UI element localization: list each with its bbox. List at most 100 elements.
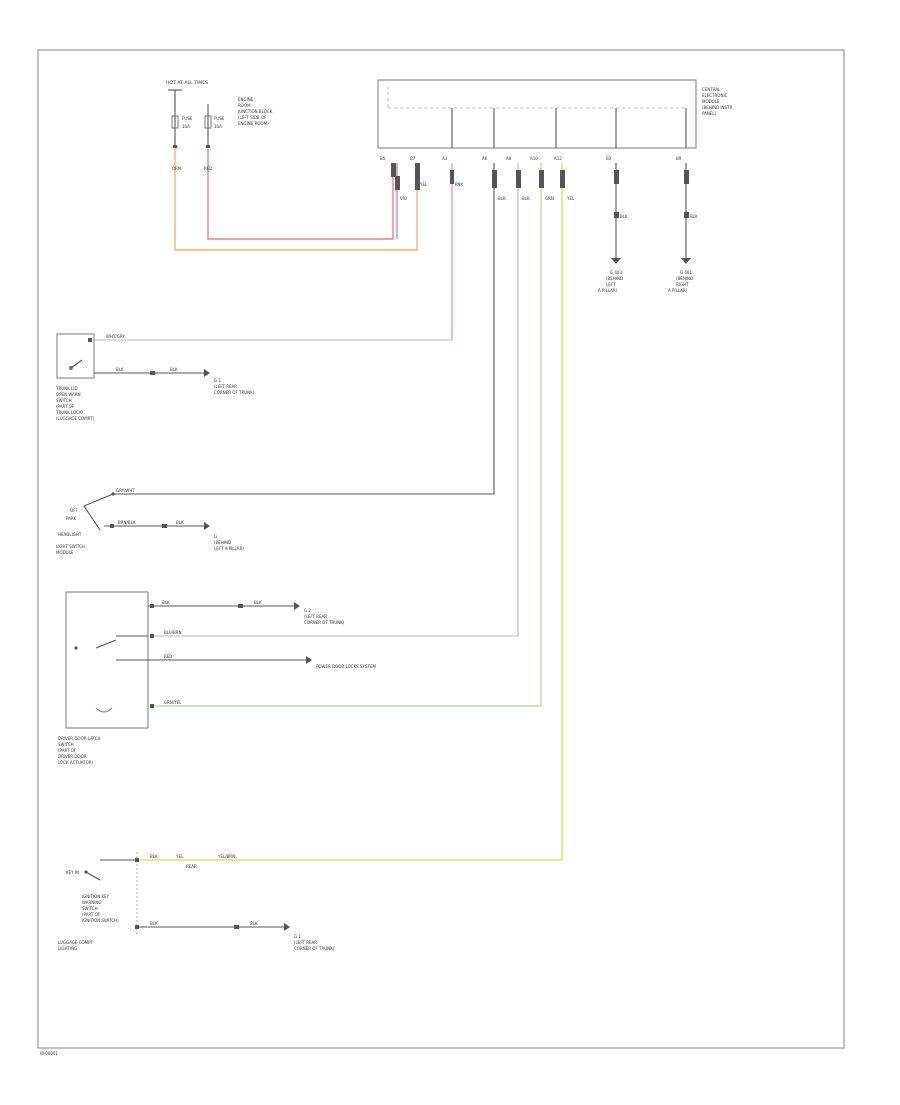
door-wire-3-dest: POWER DOOR LOCKS SYSTEM xyxy=(316,664,376,669)
trunk-ground-3: CORNER OF TRUNK) xyxy=(214,390,255,395)
trunk-wire-bottom-a: BLK xyxy=(116,367,124,372)
key-splice-icon xyxy=(234,925,239,929)
trunk-label-4: (PART OF xyxy=(56,404,75,409)
trunk-wire-top: WHT/GRY xyxy=(106,334,125,339)
trunk-ground-2: (LEFT REAR xyxy=(214,384,237,389)
ground-b-splice xyxy=(684,212,689,218)
door-wire-2: BLU/BRN xyxy=(164,630,182,635)
module-pin-6: A10 xyxy=(530,156,538,161)
trunk-label-2: OPEN WARN xyxy=(56,392,81,397)
key-ground-1: G 1 xyxy=(294,934,301,939)
light-switch-arm xyxy=(83,493,114,507)
module-box xyxy=(377,79,697,149)
fuse-a-icon xyxy=(171,115,179,129)
module-label-5: PANEL) xyxy=(702,111,717,116)
tag-orange xyxy=(415,163,420,177)
wire-code-orange: ORN xyxy=(172,166,181,171)
key-ground-icon xyxy=(284,923,290,931)
wire-code-yellow-top: YEL xyxy=(419,182,428,187)
light-switch-on: PARK xyxy=(66,516,77,521)
module-label-3: MODULE xyxy=(702,99,720,104)
wire-code-magenta: PNK xyxy=(455,182,463,187)
key-label-5: IGNITION SWITCH) xyxy=(82,918,119,923)
fuse-box-label-3: JUNCTION BLOCK xyxy=(237,109,273,114)
fuse-box-label-1: ENGINE xyxy=(238,97,254,102)
door-label-4: DRIVER DOOR xyxy=(58,754,87,759)
key-lamp-label-1: LUGGAGE COMPT xyxy=(58,940,94,945)
wire-code-right-a: BLK xyxy=(620,214,628,219)
trunk-splice-icon xyxy=(150,371,155,375)
module-pin-7: A12 xyxy=(554,156,562,161)
door-actuator-icon xyxy=(95,707,113,713)
trunk-ground-icon xyxy=(204,369,210,377)
door-pin-1 xyxy=(150,604,154,608)
door-wire-3: RED xyxy=(164,654,172,659)
key-ground-2: (LEFT REAR xyxy=(294,940,317,945)
light-switch-label-1: LIGHT SWITCH xyxy=(56,544,85,549)
tag-green xyxy=(539,170,544,188)
fuse-a-pin xyxy=(173,145,177,148)
wire-code-black-a: BLK xyxy=(498,196,506,201)
hot-at-all-times-label: HOT AT ALL TIMES xyxy=(166,80,208,86)
ground-a-icon xyxy=(611,258,621,264)
door-switch-contact-icon xyxy=(74,646,78,650)
fuse-box-label-4: (LEFT SIDE OF xyxy=(238,115,267,120)
fuse-a-rating: 10A xyxy=(182,124,190,129)
fuse-box-label-2: ROOM xyxy=(238,103,251,108)
door-ground-icon xyxy=(294,602,300,610)
trunk-switch-arm xyxy=(70,359,83,369)
ground-b-icon xyxy=(681,258,691,264)
ground-a-label-3: LEFT xyxy=(606,282,616,287)
light-switch-wire-bottom-a: BRN/BLK xyxy=(118,520,136,525)
key-wire-1b: YEL xyxy=(175,854,184,859)
door-pin-4 xyxy=(150,704,154,708)
right-grounds: BLK BLK G 403 (BEHIND LEFT A PILLAR) G 4… xyxy=(598,212,698,293)
door-label-3: (PART OF xyxy=(58,748,77,753)
door-power-arrow-icon xyxy=(306,656,312,664)
module-pin-5: A8 xyxy=(506,156,512,161)
tag-red xyxy=(391,163,396,177)
door-label-1: DRIVER DOOR LATCH xyxy=(58,736,101,741)
key-label-2: WARNING xyxy=(82,900,102,905)
key-wire-2a: BLK xyxy=(150,921,158,926)
tag-right-a xyxy=(614,170,619,184)
light-switch-arm-2 xyxy=(83,505,101,531)
module-pin-4: A6 xyxy=(482,156,488,161)
ground-b-label-1: G 401 xyxy=(680,270,692,275)
wire-code-yellow: YEL xyxy=(566,196,575,201)
wire-code-green: GRN xyxy=(545,196,554,201)
module-pin-3: A3 xyxy=(442,156,448,161)
fuse-b-pin xyxy=(206,145,210,148)
fuse-b-label: FUSE xyxy=(214,116,225,121)
light-switch-off: OFF xyxy=(70,508,78,513)
light-switch-pin xyxy=(110,524,114,528)
tag-right-b xyxy=(684,170,689,184)
door-ground-3: CORNER OF TRUNK) xyxy=(304,620,345,625)
fuse-box-label-5: ENGINE ROOM) xyxy=(238,121,269,126)
key-ground-3: CORNER OF TRUNK) xyxy=(294,946,335,951)
trunk-label-1: TRUNK LID xyxy=(55,386,78,391)
door-switch: BLK BLK G 2 (LEFT REAR CORNER OF TRUNK) … xyxy=(58,591,376,765)
door-label-2: SWITCH xyxy=(58,742,74,747)
door-wire-4: GRN/YEL xyxy=(164,700,182,705)
module-connector-tags xyxy=(391,163,689,190)
wire-orange xyxy=(174,148,418,251)
tag-orange-2 xyxy=(415,176,420,190)
module-pin-9: B9 xyxy=(676,156,682,161)
ground-a-label-2: (BEHIND xyxy=(606,276,623,281)
door-wire-1a: BLK xyxy=(162,600,170,605)
wire-door-switch-mid xyxy=(150,163,519,637)
module-label-4: (BEHIND INSTR xyxy=(702,105,733,110)
door-ground-1: G 2 xyxy=(304,608,311,613)
wire-code-red: RED xyxy=(204,166,212,171)
module-label-1: CENTRAL xyxy=(702,87,721,92)
wire-code-violet: VIO xyxy=(400,196,407,201)
light-switch-label-2: MODULE xyxy=(56,550,74,555)
door-label-5: LOCK ACTUATOR) xyxy=(58,760,94,765)
wire-code-right-b: BLK xyxy=(690,214,698,219)
light-switch-contact-top-icon xyxy=(111,492,115,496)
wire-yellow xyxy=(137,163,563,861)
wire-green xyxy=(150,163,542,707)
